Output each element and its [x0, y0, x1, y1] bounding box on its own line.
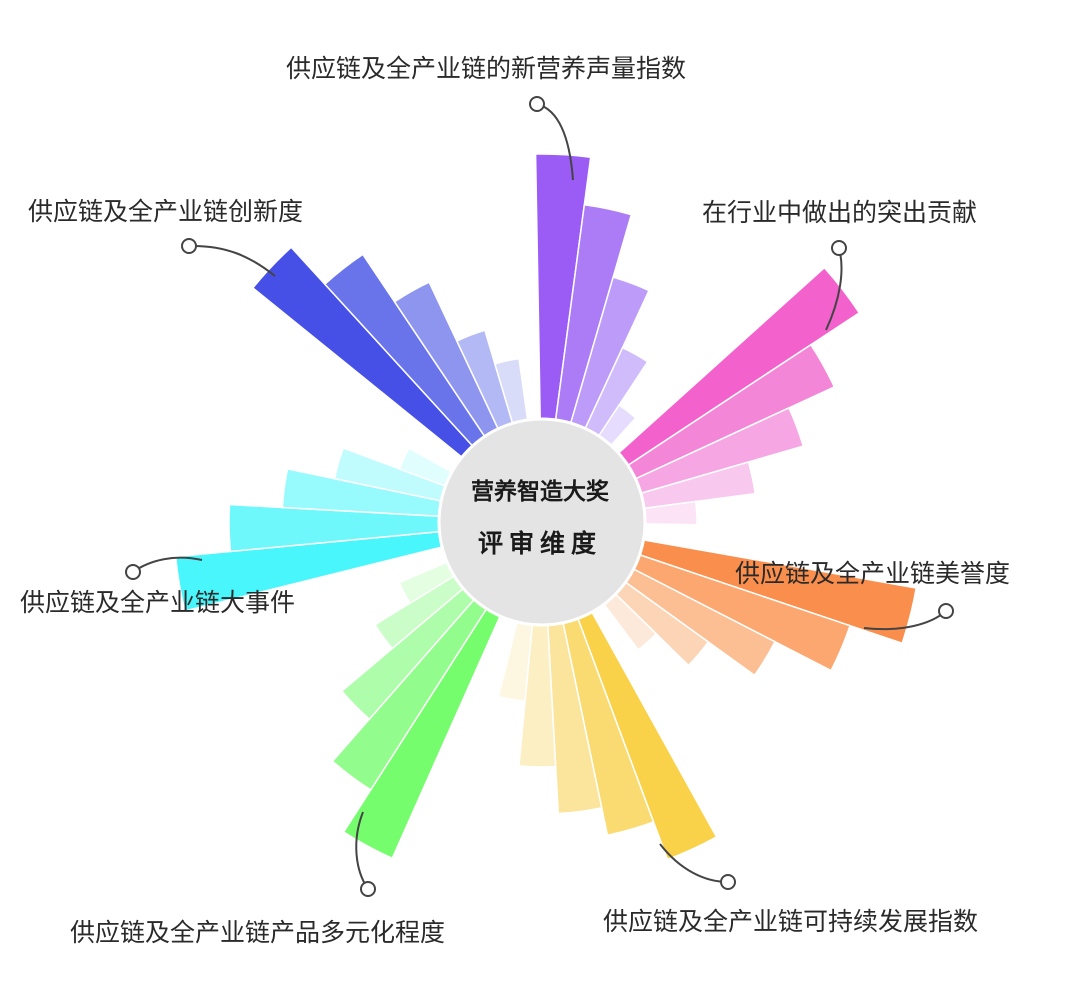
dimension-label-innovation: 供应链及全产业链创新度: [28, 197, 304, 226]
leader-dot-5: [125, 564, 141, 580]
dimension-label-sustainability-index: 供应链及全产业链可持续发展指数: [603, 907, 979, 936]
leader-dot-0: [529, 96, 545, 112]
center-disc: [437, 417, 647, 627]
leader-dot-3: [720, 874, 736, 890]
leader-dot-2: [938, 603, 954, 619]
leader-dot-4: [360, 881, 376, 897]
dimension-label-outstanding-contribution: 在行业中做出的突出贡献: [702, 198, 978, 227]
center-title-text: 评审维度: [477, 529, 602, 558]
dimension-label-product-diversity: 供应链及全产业链产品多元化程度: [70, 918, 446, 947]
leader-dot-6: [181, 238, 197, 254]
leader-dot-1: [831, 240, 847, 256]
wedge-layer: [174, 153, 918, 861]
center-brand-text: 营养智造大奖: [471, 479, 609, 505]
dimension-label-reputation: 供应链及全产业链美誉度: [735, 559, 1011, 588]
dimension-label-nutrition-voice-index: 供应链及全产业链的新营养声量指数: [286, 54, 687, 83]
dimension-label-major-events: 供应链及全产业链大事件: [20, 588, 296, 617]
leader-layer: [125, 96, 954, 897]
leader-line-6: [188, 244, 276, 277]
